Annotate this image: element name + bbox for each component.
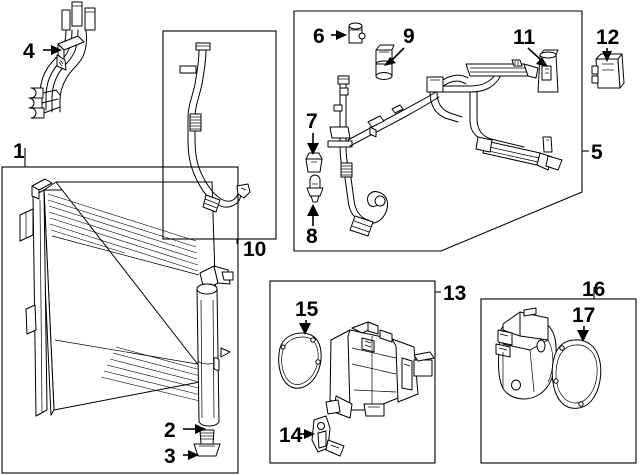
callout-7-label: 7: [306, 110, 318, 133]
callout-14-leader: [300, 429, 315, 439]
callout-4-leader: [43, 45, 62, 55]
refrigerant-line-group-box[interactable]: [293, 10, 583, 252]
callout-9-label: 9: [403, 25, 415, 48]
relay-12[interactable]: [591, 53, 625, 89]
hose-corrugation-lower: [202, 194, 221, 213]
callout-16-label: 16: [582, 278, 605, 301]
suction-hose-box[interactable]: [162, 30, 277, 240]
callout-6-leader: [331, 30, 347, 40]
callout-1-label: 1: [13, 140, 25, 163]
hose-corrugation-upper: [189, 113, 202, 132]
condenser-assembly-box[interactable]: [1, 166, 239, 474]
pressure-switch-11[interactable]: [537, 49, 559, 93]
inverter-gasket-17[interactable]: [551, 339, 602, 409]
callout-5-label: 5: [591, 141, 603, 164]
refrigerant-line-assembly[interactable]: [327, 59, 563, 237]
receiver-drier[interactable]: [196, 283, 220, 427]
callout-15-leader: [299, 320, 311, 335]
drier-cap-bolt[interactable]: [193, 429, 221, 457]
callout-6-label: 6: [313, 25, 325, 48]
suction-hose[interactable]: [179, 42, 251, 213]
callout-14-label: 14: [279, 424, 303, 447]
seal-7[interactable]: [305, 152, 323, 173]
callout-2-label: 2: [164, 419, 176, 442]
callout-12-leader: [602, 48, 612, 62]
callout-3-leader: [183, 450, 199, 460]
callout-17-leader: [577, 326, 589, 342]
callout-2-leader: [183, 424, 206, 434]
callout-11-label: 11: [513, 26, 536, 49]
callout-4-label: 4: [23, 40, 35, 63]
heater-hose-assembly[interactable]: [28, 1, 96, 119]
valve-cap-6[interactable]: [348, 22, 366, 44]
callout-8-leader: [307, 204, 319, 226]
callout-10-label: 10: [243, 238, 266, 261]
valve-core-8[interactable]: [306, 174, 324, 203]
callout-7-leader: [307, 133, 319, 155]
callout-3-label: 3: [164, 445, 176, 468]
callout-11-leader: [527, 47, 548, 67]
compressor-assembly[interactable]: [325, 321, 435, 419]
inverter-assembly[interactable]: [495, 307, 557, 400]
callout-12-label: 12: [596, 26, 619, 49]
compressor-bracket-14[interactable]: [311, 415, 345, 457]
compressor-gasket-15[interactable]: [278, 332, 322, 389]
inverter-assembly-box[interactable]: [480, 298, 637, 464]
callout-15-label: 15: [295, 298, 319, 321]
compressor-assembly-box[interactable]: [269, 280, 436, 464]
condenser-assembly[interactable]: [19, 178, 234, 457]
callout-13-label: 13: [443, 282, 466, 305]
callout-17-label: 17: [572, 304, 595, 327]
callout-9-leader: [384, 47, 405, 66]
callout-8-label: 8: [306, 225, 318, 248]
